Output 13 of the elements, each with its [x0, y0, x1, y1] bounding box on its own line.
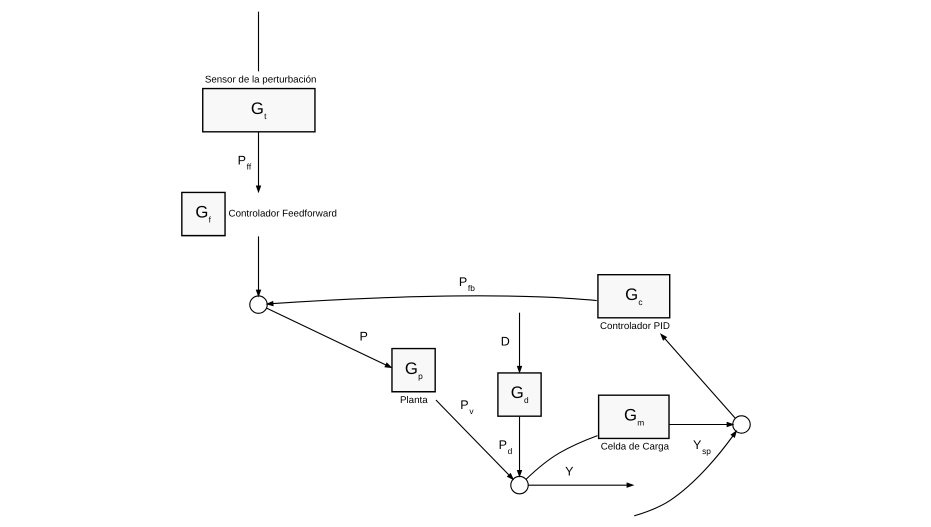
node-label: Planta	[400, 395, 428, 406]
edge-label: Y	[565, 464, 574, 479]
edge-label: D	[500, 334, 510, 348]
node-label: Controlador Feedforward	[228, 208, 337, 220]
edge-label: P$_{fb}$	[458, 275, 475, 294]
node-label: Celda de Carga	[600, 442, 670, 453]
edge-label: P$_{d}$	[498, 438, 512, 456]
edge-label: Y$_{sp}$	[693, 438, 711, 456]
edge-label: P$_{v}$	[460, 398, 474, 416]
node-label: Sensor de la perturbación	[204, 74, 316, 86]
node-label: Controlador PID	[600, 321, 670, 332]
edge-label: P$_{ff}$	[238, 153, 252, 172]
edge-label: P	[360, 329, 368, 344]
